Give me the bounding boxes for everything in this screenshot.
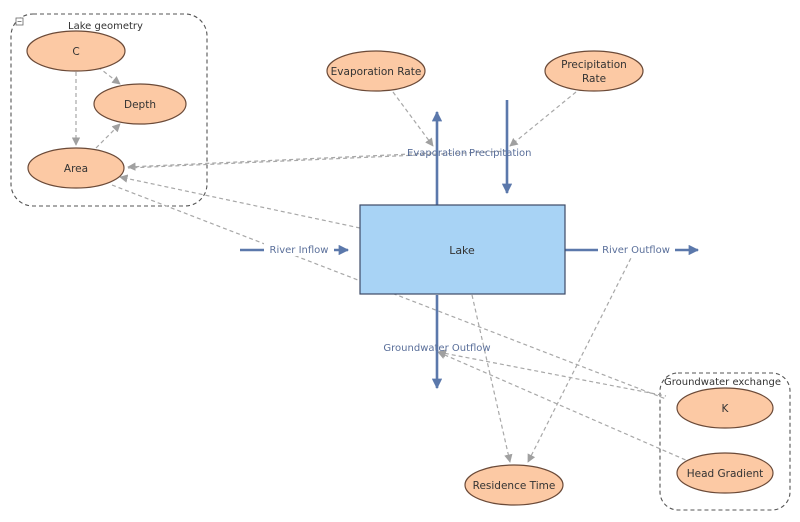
variable-precipitation-rate[interactable]: Precipitation Rate bbox=[544, 50, 644, 92]
flow-labels: River Inflow River Outflow Evaporation P… bbox=[264, 148, 675, 354]
group-label-groundwater-exchange: Groundwater exchange bbox=[664, 377, 781, 388]
variable-depth[interactable]: Depth bbox=[93, 83, 187, 125]
group-label-lake-geometry: Lake geometry bbox=[68, 21, 143, 32]
stock-lake[interactable]: Lake bbox=[359, 204, 566, 295]
variable-label-precipitation-rate-line2: Rate bbox=[582, 73, 606, 85]
flow-label-groundwater-outflow: Groundwater Outflow bbox=[383, 343, 490, 354]
label-bg-river-inflow bbox=[264, 243, 334, 256]
link-lake-residencetime bbox=[471, 294, 513, 463]
variable-evaporation-rate[interactable]: Evaporation Rate bbox=[326, 50, 426, 92]
link-precipitation-area bbox=[127, 150, 509, 169]
variable-c[interactable]: C bbox=[26, 30, 126, 72]
flow-label-river-inflow: River Inflow bbox=[270, 245, 329, 256]
link-riveroutflow-residencetime bbox=[527, 251, 635, 463]
link-area-depth bbox=[95, 123, 121, 149]
variable-label-area: Area bbox=[64, 163, 88, 175]
link-evaprate-evaporation bbox=[392, 91, 434, 147]
link-evaporation-area bbox=[127, 152, 434, 171]
link-c-depth bbox=[97, 66, 121, 85]
variable-label-depth: Depth bbox=[124, 99, 156, 111]
variable-k[interactable]: K bbox=[676, 387, 774, 429]
variable-label-residence-time: Residence Time bbox=[473, 480, 556, 492]
variable-residence-time[interactable]: Residence Time bbox=[464, 464, 564, 506]
flow-label-river-outflow: River Outflow bbox=[602, 245, 670, 256]
variable-label-precipitation-rate-line1: Precipitation bbox=[561, 59, 627, 71]
group-groundwater-exchange[interactable]: Groundwater exchange bbox=[659, 372, 791, 511]
link-preciprate-precipitation bbox=[509, 91, 577, 147]
collapse-box-icon[interactable] bbox=[15, 17, 24, 26]
link-headgradient-groundwater bbox=[437, 351, 689, 462]
variable-label-head-gradient: Head Gradient bbox=[687, 468, 764, 480]
variable-area[interactable]: Area bbox=[27, 147, 125, 189]
label-bg-river-outflow bbox=[598, 243, 675, 256]
link-k-groundwater bbox=[437, 349, 667, 397]
stock-label-lake: Lake bbox=[449, 244, 475, 257]
group-lake-geometry[interactable]: Lake geometry bbox=[10, 13, 208, 207]
variable-label-k: K bbox=[722, 403, 730, 415]
link-lake-area bbox=[119, 174, 361, 229]
variable-label-evaporation-rate: Evaporation Rate bbox=[331, 66, 422, 78]
variable-head-gradient[interactable]: Head Gradient bbox=[676, 452, 774, 494]
flow-label-evaporation: Evaporation bbox=[407, 148, 467, 159]
flow-label-precipitation: Precipitation bbox=[469, 148, 532, 159]
variable-label-c: C bbox=[72, 46, 79, 58]
